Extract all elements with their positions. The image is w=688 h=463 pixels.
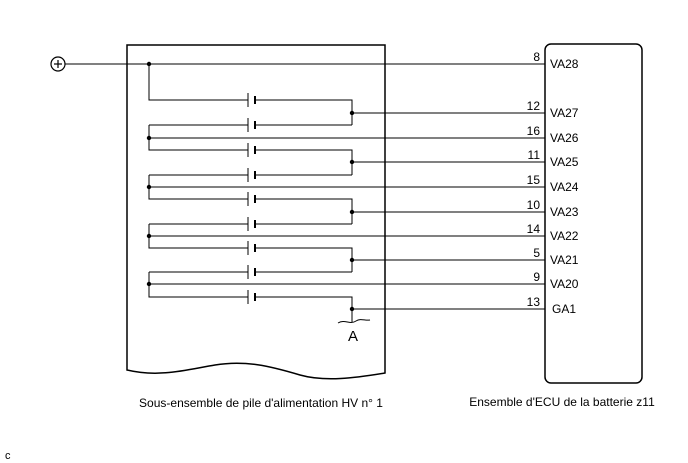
pin-numbers: 8 12 16 11 15 10 14 5 9 13 [527, 50, 541, 309]
pin-label: VA28 [550, 57, 579, 71]
pin-label: VA25 [550, 155, 579, 169]
pin-label: VA27 [550, 106, 579, 120]
ecu-caption: Ensemble d'ECU de la batterie z11 [469, 395, 655, 409]
battery-cell [246, 241, 257, 255]
battery-pack-outline [126, 44, 386, 380]
plus-terminal-icon [50, 56, 66, 72]
pin-number: 9 [533, 270, 540, 284]
pin-label: VA23 [550, 205, 579, 219]
ground-label: A [348, 328, 358, 345]
corner-mark: c [5, 450, 11, 462]
pin-label: VA21 [550, 253, 579, 267]
pin-number: 16 [527, 124, 541, 138]
pin-label: VA22 [550, 229, 579, 243]
pin-number: 10 [527, 198, 541, 212]
battery-cells [246, 93, 257, 304]
pin-label: GA1 [552, 302, 576, 316]
ecu-box [544, 43, 643, 384]
pin-number: 5 [533, 246, 540, 260]
battery-cell [246, 143, 257, 157]
pin-label: VA24 [550, 180, 579, 194]
battery-cell [246, 118, 257, 132]
pin-number: 13 [527, 295, 541, 309]
pin-number: 11 [528, 148, 541, 162]
battery-pack-caption: Sous-ensemble de pile d'alimentation HV … [139, 396, 383, 410]
battery-cell [246, 168, 257, 182]
battery-cell [246, 265, 257, 279]
pin-number: 12 [527, 99, 541, 113]
battery-cell [246, 290, 257, 304]
pin-label: VA26 [550, 131, 579, 145]
wiring [65, 61, 545, 324]
battery-cell [246, 192, 257, 206]
pin-number: 15 [527, 173, 541, 187]
battery-cell [246, 93, 257, 107]
pin-label: VA20 [550, 277, 579, 291]
pin-labels: VA28 VA27 VA26 VA25 VA24 VA23 VA22 VA21 … [550, 57, 579, 316]
pin-number: 14 [527, 222, 541, 236]
battery-cell [246, 217, 257, 231]
pin-number: 8 [533, 50, 540, 64]
